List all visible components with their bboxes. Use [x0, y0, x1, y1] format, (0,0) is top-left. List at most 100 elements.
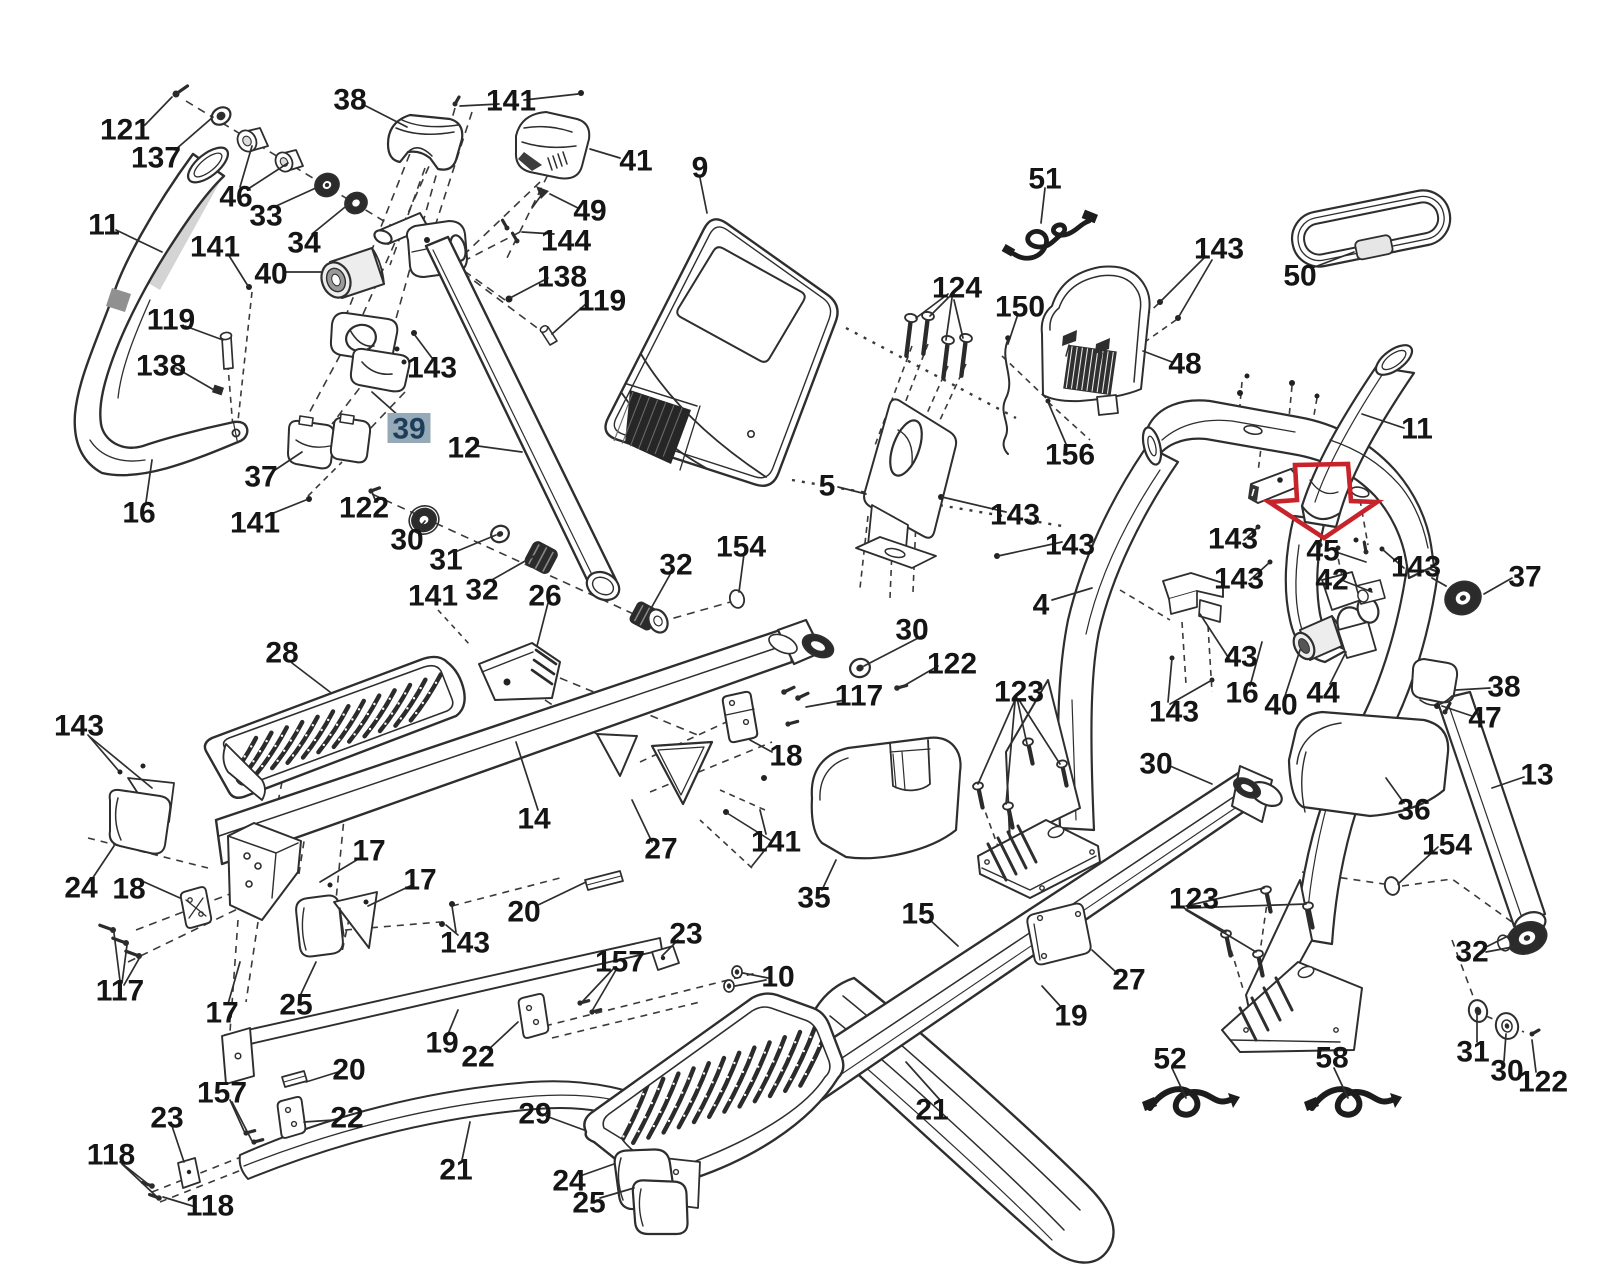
svg-text:35: 35: [797, 882, 830, 915]
svg-text:52: 52: [1153, 1043, 1186, 1076]
svg-text:117: 117: [835, 680, 883, 713]
svg-text:143: 143: [54, 710, 104, 743]
svg-text:14: 14: [517, 803, 551, 836]
svg-text:20: 20: [332, 1054, 365, 1087]
svg-text:21: 21: [915, 1094, 948, 1127]
svg-text:143: 143: [407, 352, 457, 385]
svg-text:122: 122: [1518, 1066, 1568, 1099]
svg-text:49: 49: [573, 195, 606, 228]
svg-text:143: 143: [990, 499, 1040, 532]
svg-text:44: 44: [1306, 677, 1340, 710]
svg-text:51: 51: [1028, 163, 1061, 196]
svg-text:137: 137: [131, 142, 181, 175]
svg-text:48: 48: [1168, 348, 1201, 381]
svg-text:17: 17: [352, 835, 385, 868]
svg-text:144: 144: [541, 225, 591, 258]
svg-text:25: 25: [279, 989, 312, 1022]
svg-text:154: 154: [1422, 829, 1472, 862]
svg-text:30: 30: [1490, 1055, 1523, 1088]
svg-text:141: 141: [230, 507, 280, 540]
svg-text:121: 121: [100, 114, 150, 147]
svg-text:28: 28: [265, 637, 298, 670]
svg-text:143: 143: [1214, 563, 1264, 596]
svg-text:27: 27: [644, 833, 677, 866]
svg-text:119: 119: [578, 285, 626, 318]
svg-text:38: 38: [333, 84, 366, 117]
svg-text:13: 13: [1520, 759, 1553, 792]
svg-text:37: 37: [244, 461, 277, 494]
svg-text:50: 50: [1283, 260, 1316, 293]
svg-text:157: 157: [197, 1077, 247, 1110]
svg-text:4: 4: [1033, 589, 1050, 622]
svg-text:143: 143: [440, 927, 490, 960]
svg-text:11: 11: [88, 209, 120, 242]
svg-text:123: 123: [994, 676, 1044, 709]
svg-text:117: 117: [96, 975, 144, 1008]
svg-text:43: 43: [1224, 641, 1257, 674]
svg-text:39: 39: [392, 413, 425, 446]
svg-text:143: 143: [1208, 523, 1258, 556]
svg-text:141: 141: [751, 826, 801, 859]
svg-text:118: 118: [87, 1139, 135, 1172]
svg-text:154: 154: [716, 531, 766, 564]
svg-text:123: 123: [1169, 883, 1219, 916]
svg-text:15: 15: [901, 898, 934, 931]
svg-text:17: 17: [403, 864, 436, 897]
svg-text:24: 24: [552, 1165, 586, 1198]
svg-text:24: 24: [64, 872, 98, 905]
svg-text:25: 25: [572, 1187, 605, 1220]
svg-text:40: 40: [1264, 689, 1297, 722]
svg-text:31: 31: [429, 544, 462, 577]
svg-text:46: 46: [219, 181, 252, 214]
svg-text:19: 19: [425, 1027, 458, 1060]
svg-text:26: 26: [528, 580, 561, 613]
svg-text:20: 20: [507, 896, 540, 929]
svg-text:18: 18: [769, 740, 802, 773]
svg-text:124: 124: [932, 272, 982, 305]
svg-text:122: 122: [927, 648, 977, 681]
svg-text:36: 36: [1397, 794, 1430, 827]
svg-text:150: 150: [995, 291, 1045, 324]
svg-text:143: 143: [1149, 696, 1199, 729]
svg-text:58: 58: [1315, 1042, 1348, 1075]
svg-text:23: 23: [669, 918, 702, 951]
svg-text:138: 138: [537, 261, 587, 294]
svg-text:32: 32: [1455, 936, 1488, 969]
svg-text:16: 16: [1225, 677, 1258, 710]
svg-text:22: 22: [330, 1102, 363, 1135]
svg-text:29: 29: [518, 1098, 551, 1131]
svg-text:42: 42: [1315, 564, 1348, 597]
svg-text:118: 118: [186, 1190, 234, 1223]
svg-text:33: 33: [249, 200, 282, 233]
svg-text:122: 122: [339, 492, 389, 525]
svg-text:22: 22: [461, 1041, 494, 1074]
svg-text:157: 157: [595, 946, 645, 979]
svg-text:141: 141: [190, 231, 240, 264]
svg-text:32: 32: [659, 549, 692, 582]
svg-text:23: 23: [150, 1102, 183, 1135]
svg-text:138: 138: [136, 350, 186, 383]
svg-text:31: 31: [1456, 1036, 1489, 1069]
svg-text:47: 47: [1468, 702, 1501, 735]
svg-text:143: 143: [1194, 233, 1244, 266]
svg-text:38: 38: [1487, 671, 1520, 704]
svg-text:19: 19: [1054, 1000, 1087, 1033]
svg-text:141: 141: [408, 580, 458, 613]
svg-text:30: 30: [1139, 748, 1172, 781]
svg-text:143: 143: [1391, 551, 1441, 584]
svg-text:30: 30: [895, 614, 928, 647]
svg-text:18: 18: [112, 873, 145, 906]
svg-text:119: 119: [147, 304, 195, 337]
svg-text:21: 21: [439, 1154, 472, 1187]
svg-text:17: 17: [205, 997, 238, 1030]
svg-text:40: 40: [254, 258, 287, 291]
svg-text:156: 156: [1045, 439, 1095, 472]
svg-text:5: 5: [819, 470, 836, 503]
svg-text:11: 11: [1401, 413, 1433, 446]
svg-text:9: 9: [692, 152, 709, 185]
svg-text:16: 16: [122, 497, 155, 530]
svg-text:32: 32: [465, 574, 498, 607]
svg-text:41: 41: [619, 145, 652, 178]
svg-text:141: 141: [486, 85, 536, 118]
svg-text:12: 12: [447, 432, 480, 465]
